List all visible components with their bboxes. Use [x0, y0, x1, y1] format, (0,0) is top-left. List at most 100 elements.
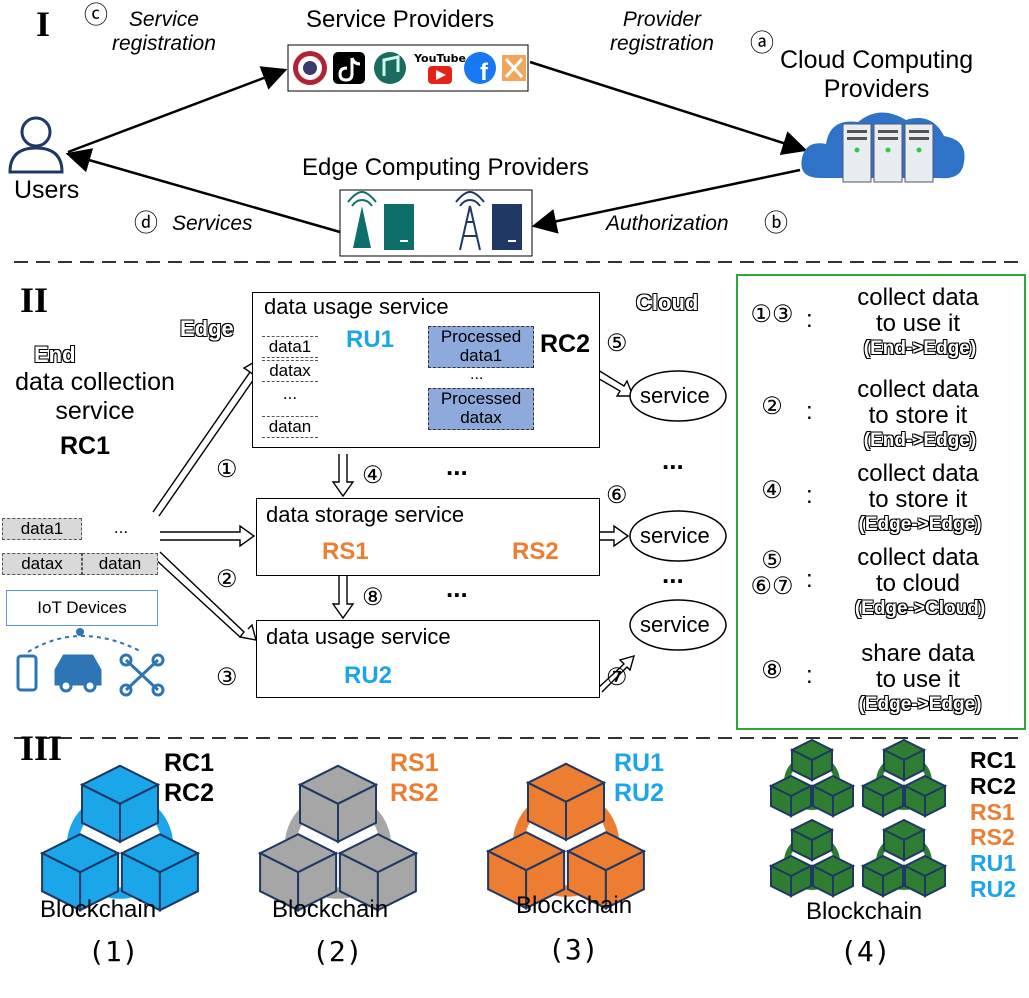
rs1-label: RS1: [322, 538, 369, 565]
arrow-2: [160, 524, 256, 548]
chain-caption-2: Blockchain: [272, 896, 389, 923]
legend-text-4-2: to cloud: [875, 570, 961, 597]
block-right-4-1: [810, 774, 856, 818]
legend-text-5-1: share data: [861, 640, 975, 667]
ru1-label: RU1: [346, 326, 395, 353]
provider-registration-label: Provider registration: [610, 8, 714, 56]
user-icon: [8, 116, 64, 174]
legend-path-2: (End->Edge): [863, 430, 977, 451]
service-label-2: service: [640, 523, 710, 548]
arrow-6: [600, 524, 630, 548]
device-data1: data1: [2, 518, 82, 540]
block-right-3: [565, 831, 647, 910]
service-label-3: service: [640, 612, 710, 637]
block-top-2: [297, 764, 379, 844]
iot-device-icons: [16, 635, 165, 697]
usa-seal-logo: [293, 51, 327, 85]
arrow-8: [331, 576, 355, 620]
block-right-2: [337, 833, 419, 912]
processed-dots: ...: [470, 366, 484, 383]
legend-colon-5: :: [806, 662, 813, 689]
arrow-edge-to-users: [65, 148, 341, 234]
usage-service-top-title: data usage service: [264, 294, 449, 319]
legend-box: [736, 274, 1026, 730]
section-label-1: I: [36, 4, 51, 44]
legend-text-1-2: to use it: [875, 310, 961, 337]
service-ellipse-2: [629, 510, 727, 562]
step-7: ⑦: [606, 664, 628, 691]
legend-numbers-2: ②: [761, 393, 783, 420]
legend-numbers-3: ④: [761, 477, 783, 504]
legend-numbers-5: ⑧: [761, 657, 783, 684]
legend-text-1-1: collect data: [857, 284, 979, 311]
legend-numbers-4: ⑤ ⑥⑦: [750, 547, 794, 601]
device-data-dots: ...: [113, 518, 129, 537]
service-registration-label: Service registration: [112, 8, 216, 56]
legend-text-2-1: collect data: [857, 376, 979, 403]
antenna-server-icon-1: [347, 190, 414, 250]
tiktok-logo: [333, 52, 365, 84]
block-top-4-3: [789, 818, 835, 862]
legend-text-3-1: collect data: [857, 460, 979, 487]
chain-index-2: (2): [312, 935, 363, 968]
edge-providers-title: Edge Computing Providers: [302, 154, 589, 181]
block-top-4-2: [881, 738, 927, 782]
step-5: ⑤: [606, 330, 628, 357]
block-top-4-4: [881, 818, 927, 862]
step-4: ④: [362, 462, 384, 489]
storage-service-title: data storage service: [266, 502, 465, 527]
svg-text:YouTube: YouTube: [413, 52, 466, 65]
rs2-label: RS2: [512, 538, 559, 565]
chain-1-label-rc1: RC1: [164, 749, 215, 777]
usage-input-dots: ...: [282, 384, 298, 403]
legend-text-5-2: to use it: [875, 666, 961, 693]
services-label: Services: [172, 212, 253, 235]
blockchain-icon-4-4: [860, 818, 948, 898]
block-right-1: [119, 833, 201, 912]
arrow-users-to-providers: [67, 66, 288, 154]
cloud-providers-title: Cloud Computing Providers: [780, 46, 974, 103]
block-left-4-2: [860, 774, 906, 818]
legend-colon-2: :: [806, 398, 813, 425]
tower-server-icon-2: [455, 190, 522, 251]
block-left-2: [257, 833, 339, 912]
step-2: ②: [216, 566, 238, 593]
legend-path-5: (Edge->Edge): [858, 694, 982, 715]
storage-service-box: [256, 498, 600, 576]
data-collection-service-label: data collection service: [15, 368, 175, 425]
usage-service-box-bottom: [256, 620, 600, 698]
iot-devices-box: IoT Devices: [6, 590, 158, 626]
chain-4-label-ru2: RU2: [970, 875, 1017, 902]
processed-datax: Processed datax: [428, 388, 534, 430]
service-ellipse-1: [629, 370, 727, 422]
block-right-4-2: [902, 774, 948, 818]
blockchain-icon-3: [485, 762, 647, 910]
legend-text-2-2: to store it: [868, 402, 968, 429]
rc2-label: RC2: [540, 330, 591, 358]
blockchain-icon-4-2: [860, 738, 948, 818]
cloud-label: Cloud: [636, 290, 699, 315]
legend-numbers-1: ①③: [750, 301, 794, 328]
ellipsis-1: ...: [446, 451, 468, 481]
authorization-label: Authorization: [606, 212, 729, 235]
music-app-logo: [374, 52, 406, 84]
ellipsis-3: ...: [662, 445, 684, 475]
legend-colon-4: :: [806, 566, 813, 593]
legend-text-3-2: to store it: [868, 486, 968, 513]
blockchain-icon-4-1: [768, 738, 856, 818]
marker-a: ⓐ: [750, 30, 774, 57]
legend-path-4: (Edge->Cloud): [854, 598, 986, 619]
facebook-logo: f: [464, 52, 496, 86]
arrow-7: [597, 654, 636, 693]
edge-label: Edge: [180, 316, 234, 341]
ellipsis-4: ...: [662, 559, 684, 589]
block-left-4-4: [860, 854, 906, 898]
block-top-4-1: [789, 738, 835, 782]
legend-colon-3: :: [806, 482, 813, 509]
chain-index-3: (3): [548, 933, 599, 966]
block-left-4-1: [768, 774, 814, 818]
